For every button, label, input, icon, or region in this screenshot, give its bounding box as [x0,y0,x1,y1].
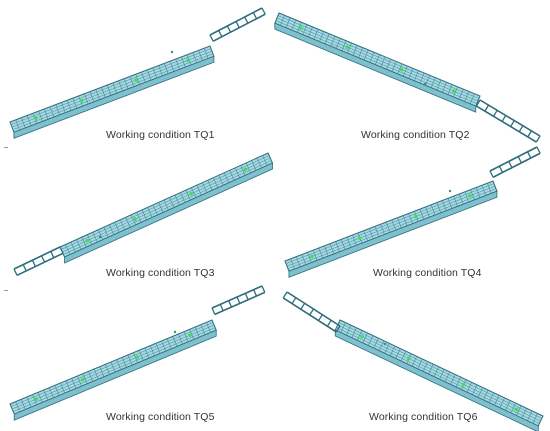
support-node [451,89,456,93]
deck-side-face [334,329,539,431]
bridge-model-tq3 [13,152,274,277]
support-node [461,382,466,387]
bridge-model-tq4 [284,146,541,278]
deck-detail [98,235,102,239]
support-node [299,26,303,30]
truss-extension [211,285,266,316]
panel-tq2: Working condition TQ2 [274,0,550,143]
truss-extension [209,7,266,42]
support-node [399,67,404,72]
support-node [188,333,192,337]
caption-tq3: Working condition TQ3 [106,267,215,279]
deck-grid [61,155,272,255]
caption-tq5: Working condition TQ5 [106,411,215,423]
deck-detail [448,189,452,193]
support-node [360,334,364,339]
caption-tq6: Working condition TQ6 [369,411,478,423]
support-node [514,407,519,412]
support-node [135,355,140,359]
deck-grid [10,48,214,131]
support-node [81,377,85,382]
panel-tq1: Working condition TQ1 [0,0,275,143]
support-node [133,217,137,221]
support-node [85,238,90,243]
deck-grid [275,15,480,104]
deck-side-face [64,162,273,264]
deck-detail [423,82,427,86]
caption-tq1: Working condition TQ1 [106,129,215,141]
support-node [414,214,418,219]
panel-tq6: Working condition TQ6 [275,286,550,431]
support-node [80,98,84,103]
support-node [310,254,314,259]
deck-side-face [274,22,477,113]
deck-side-face [13,55,215,139]
deck-grid [10,322,216,412]
support-node [134,78,138,82]
truss-extension [13,246,64,277]
support-node [34,397,39,401]
deck-detail [170,50,174,54]
support-node [345,45,350,49]
bridge-model-tq2 [274,12,541,143]
panel-tq3: Working condition TQ3 [0,143,275,286]
deck-side-face [13,329,217,421]
deck-grid [285,183,497,270]
panel-tq4: Working condition TQ4 [275,143,550,286]
support-node [243,167,248,172]
panel-tq5: Working condition TQ5 [0,285,275,429]
deck-side-face [288,190,498,278]
bridge-model-tq6 [282,291,544,431]
support-node [34,116,38,120]
truss-extension [489,146,541,178]
deck-grid [336,322,542,424]
separator-mark [4,147,8,148]
deck-detail [173,330,177,334]
support-node [186,58,190,63]
truss-extension [475,99,541,143]
truss-extension [282,291,341,333]
support-node [406,356,411,361]
separator-mark [4,290,8,291]
support-node [468,193,472,198]
bridge-model-tq1 [9,7,266,139]
caption-tq2: Working condition TQ2 [361,129,470,141]
deck-detail [383,342,387,346]
support-node [189,191,194,196]
support-node [357,236,362,240]
caption-tq4: Working condition TQ4 [373,267,482,279]
bridge-model-tq5 [9,285,266,421]
